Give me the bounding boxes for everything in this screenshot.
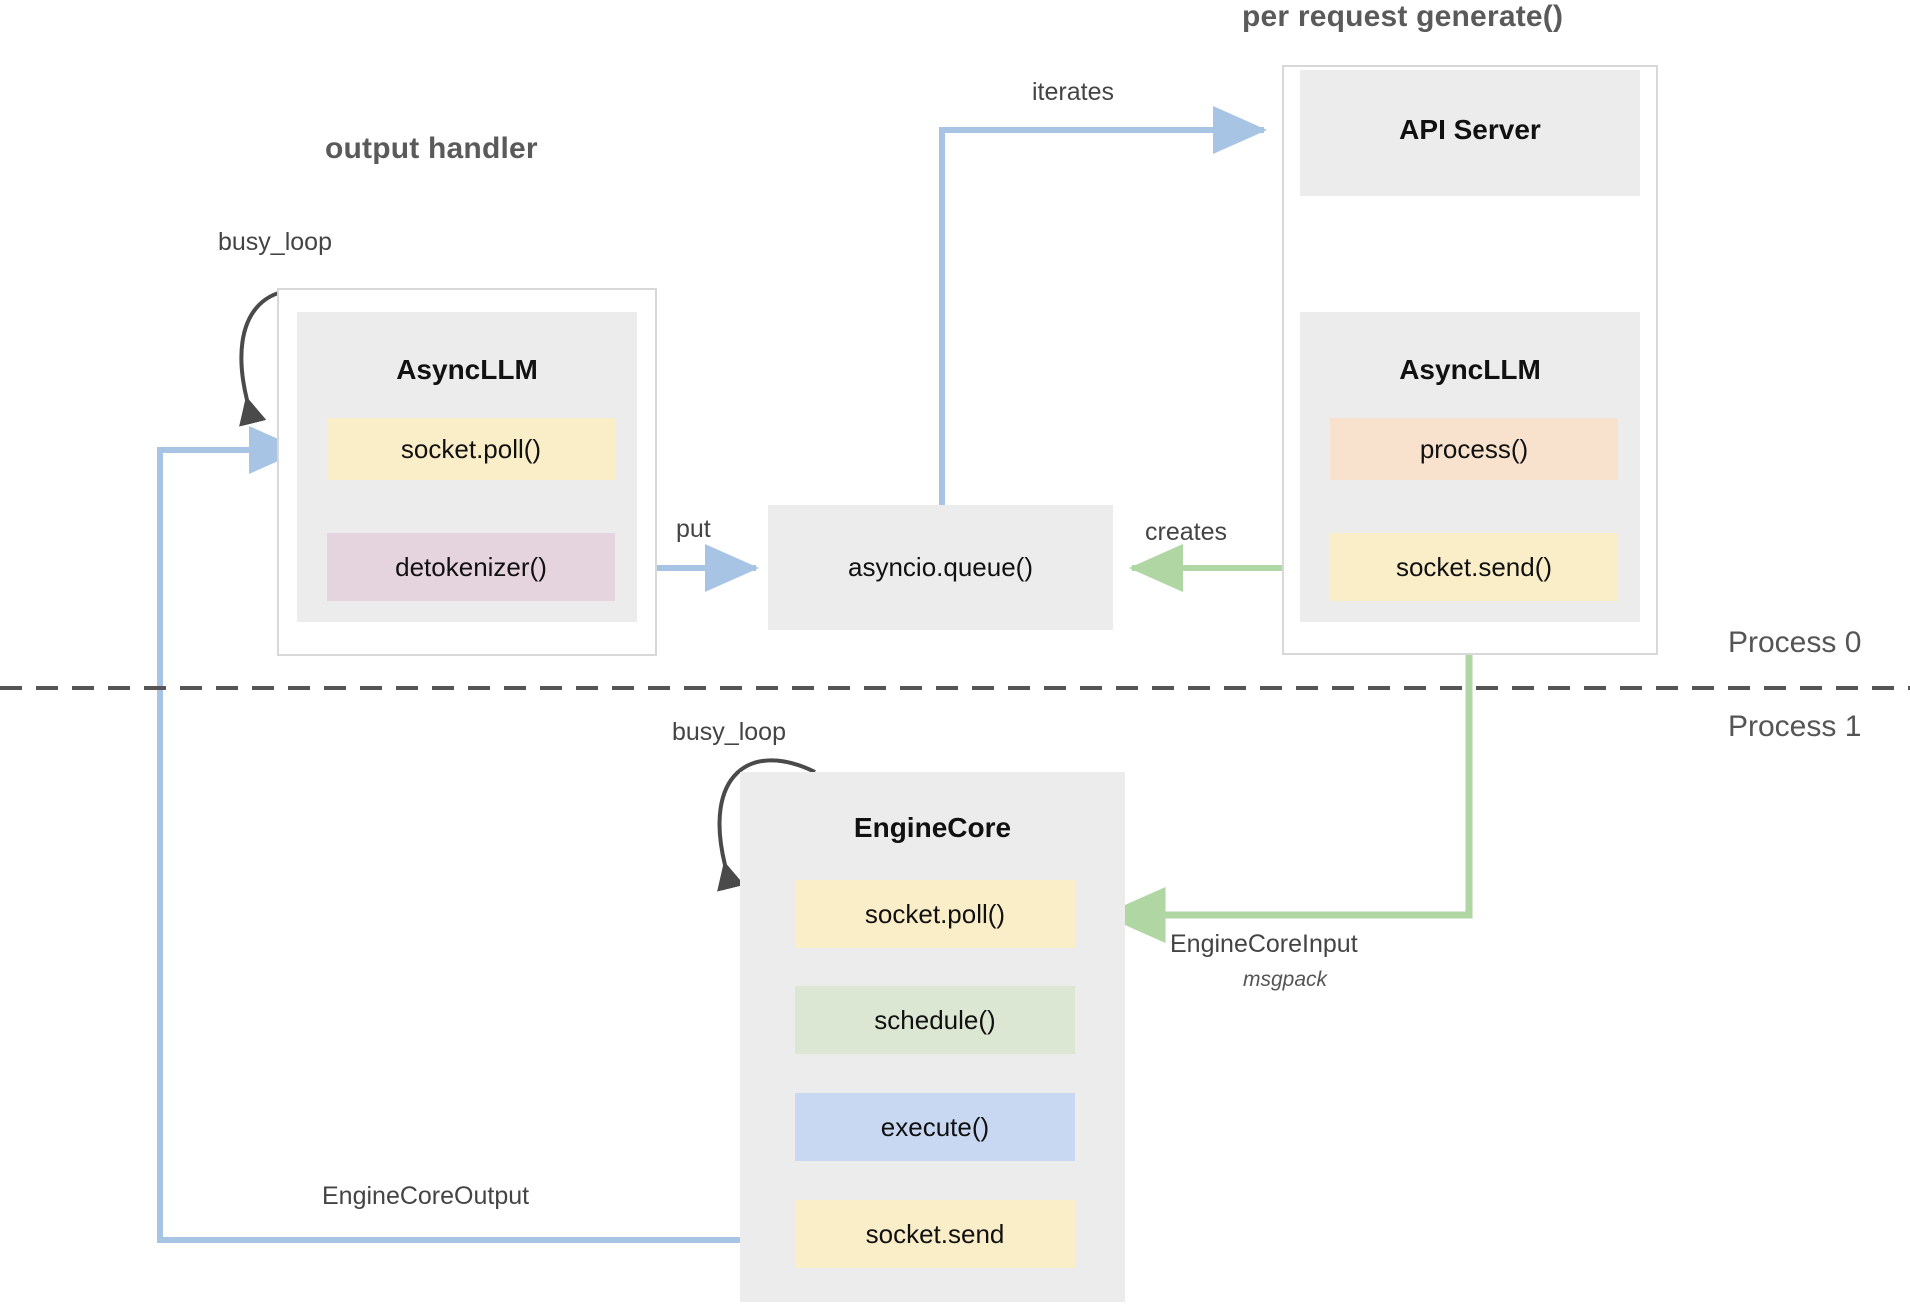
async-llm-left-title: AsyncLLM [396, 354, 538, 385]
engine-core-socket-poll[interactable]: socket.poll() [795, 880, 1075, 948]
busy-loop-label-bottom: busy_loop [672, 718, 786, 746]
engine-core-socket-send[interactable]: socket.send [795, 1200, 1075, 1268]
async-llm-right-title: AsyncLLM [1399, 354, 1541, 385]
iterates-arrow [939, 106, 1267, 505]
engine-core-execute[interactable]: execute() [795, 1093, 1075, 1161]
asyncio-queue-box[interactable]: asyncio.queue() [768, 505, 1113, 630]
process-1-label: Process 1 [1728, 710, 1862, 743]
process-0-label: Process 0 [1728, 626, 1862, 659]
async-llm-right-process[interactable]: process() [1330, 418, 1618, 480]
engine-core-output-label: EngineCoreOutput [322, 1182, 530, 1210]
iterates-label: iterates [1032, 78, 1114, 106]
engine-core-title: EngineCore [853, 812, 1012, 843]
engine-core-input-label: EngineCoreInput [1170, 930, 1358, 958]
group-title-per-request: per request generate() [1242, 0, 1564, 33]
api-server-box[interactable]: API Server [1300, 70, 1640, 196]
engine-core-input-sublabel: msgpack [1243, 968, 1328, 991]
put-label: put [676, 515, 711, 543]
group-title-output-handler: output handler [325, 132, 538, 165]
busy-loop-label-top: busy_loop [218, 228, 332, 256]
async-llm-left-detokenizer[interactable]: detokenizer() [327, 533, 615, 601]
engine-core-schedule[interactable]: schedule() [795, 986, 1075, 1054]
async-llm-right-socket-send[interactable]: socket.send() [1330, 533, 1618, 601]
creates-label: creates [1145, 518, 1227, 546]
async-llm-left-socket-poll[interactable]: socket.poll() [327, 418, 615, 480]
api-server-title: API Server [1399, 114, 1541, 145]
